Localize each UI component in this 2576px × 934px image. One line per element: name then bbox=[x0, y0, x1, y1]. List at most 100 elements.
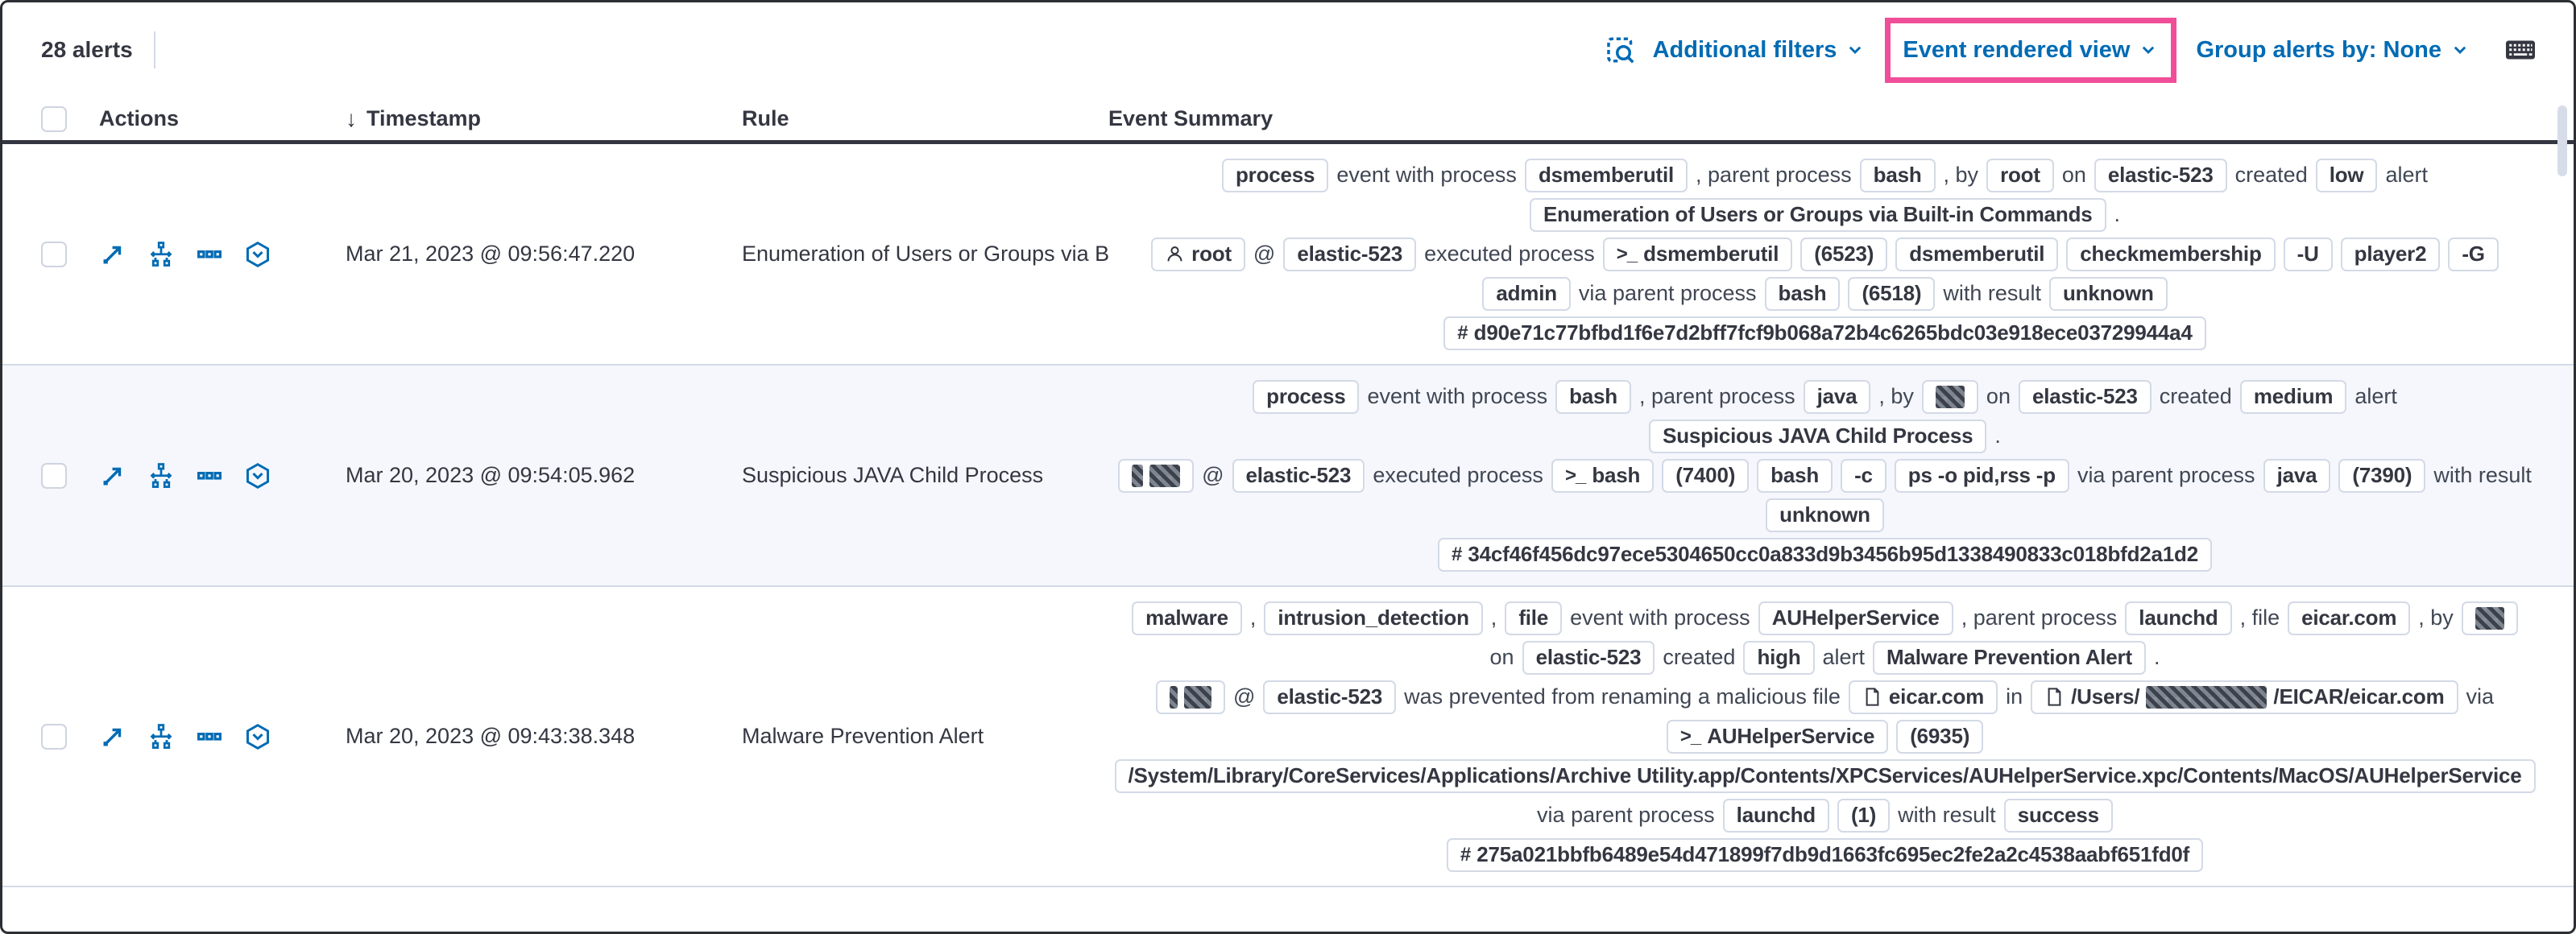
expand-details-icon[interactable] bbox=[99, 241, 126, 268]
summary-value-badge[interactable]: java bbox=[1803, 379, 1871, 414]
summary-value-badge[interactable]: unknown bbox=[1766, 498, 1884, 532]
more-actions-icon[interactable] bbox=[196, 462, 223, 490]
alert-rule[interactable]: Suspicious JAVA Child Process bbox=[742, 463, 1044, 487]
summary-value-badge[interactable]: success bbox=[2003, 798, 2113, 833]
event-rendered-view-button[interactable]: Event rendered view bbox=[1903, 37, 2159, 64]
badge-text: /Users/ bbox=[2071, 684, 2140, 709]
column-header-timestamp[interactable]: ↓ Timestamp bbox=[346, 105, 482, 131]
summary-value-badge[interactable]: unknown bbox=[2048, 276, 2168, 311]
additional-filters-button[interactable]: Additional filters bbox=[1653, 37, 1866, 64]
select-all-checkbox[interactable] bbox=[41, 105, 67, 132]
summary-value-badge[interactable]: >_AUHelperService bbox=[1666, 719, 1889, 754]
summary-value-badge[interactable]: (1) bbox=[1837, 798, 1891, 833]
summary-value-badge[interactable]: >_bash bbox=[1551, 458, 1655, 493]
summary-value-badge[interactable]: (6935) bbox=[1896, 719, 1984, 754]
analyze-event-icon[interactable] bbox=[147, 241, 175, 268]
analyze-event-icon[interactable] bbox=[147, 462, 175, 490]
alert-rule[interactable]: Enumeration of Users or Groups via Bui bbox=[742, 242, 1108, 266]
alert-rule[interactable]: Malware Prevention Alert bbox=[742, 724, 984, 748]
summary-text: on bbox=[1986, 384, 2011, 408]
summary-value-badge[interactable]: Malware Prevention Alert bbox=[1873, 640, 2146, 675]
summary-value-badge[interactable]: launchd bbox=[2125, 601, 2232, 635]
summary-value-badge[interactable]: dsmemberutil bbox=[1524, 158, 1688, 192]
summary-text: in bbox=[2006, 684, 2023, 709]
summary-value-badge[interactable]: intrusion_detection bbox=[1264, 601, 1483, 635]
select-alert-checkbox[interactable] bbox=[41, 462, 67, 489]
summary-value-badge[interactable]: elastic-523 bbox=[1522, 640, 1655, 675]
summary-value-badge[interactable]: malware bbox=[1132, 601, 1242, 635]
badge-text: bash bbox=[1778, 281, 1827, 305]
inspect-icon[interactable] bbox=[1605, 34, 1637, 66]
summary-value-badge[interactable]: admin bbox=[1482, 276, 1571, 311]
summary-value-badge[interactable] bbox=[1118, 458, 1195, 493]
summary-value-badge[interactable]: process bbox=[1253, 379, 1360, 414]
group-alerts-by-button[interactable]: Group alerts by: None bbox=[2196, 37, 2470, 64]
keyboard-shortcuts-icon[interactable] bbox=[2504, 34, 2537, 66]
summary-value-badge[interactable]: bash bbox=[1764, 276, 1841, 311]
badge-text: launchd bbox=[2139, 605, 2218, 630]
summary-value-badge[interactable]: launchd bbox=[1722, 798, 1829, 833]
summary-value-badge[interactable]: /Users//EICAR/eicar.com bbox=[2031, 680, 2458, 714]
summary-value-badge[interactable]: /System/Library/CoreServices/Application… bbox=[1114, 758, 2536, 793]
summary-value-badge[interactable]: #d90e71c77bfbd1f6e7d2bff7fcf9b068a72b4c6… bbox=[1443, 316, 2206, 350]
summary-value-badge[interactable]: elastic-523 bbox=[1263, 680, 1397, 714]
expand-details-icon[interactable] bbox=[99, 723, 126, 750]
session-view-icon[interactable] bbox=[244, 462, 271, 490]
summary-value-badge[interactable]: -G bbox=[2448, 237, 2499, 271]
badge-text: Malware Prevention Alert bbox=[1886, 645, 2132, 669]
session-view-icon[interactable] bbox=[244, 241, 271, 268]
summary-value-badge[interactable]: checkmembership bbox=[2066, 237, 2276, 271]
select-alert-checkbox[interactable] bbox=[41, 723, 67, 750]
expand-details-icon[interactable] bbox=[99, 462, 126, 490]
summary-value-badge[interactable]: java bbox=[2263, 458, 2331, 493]
scrollbar-thumb[interactable] bbox=[2557, 105, 2567, 176]
summary-value-badge[interactable] bbox=[2461, 601, 2518, 635]
summary-text: , by bbox=[2418, 605, 2454, 630]
summary-value-badge[interactable]: root bbox=[1151, 237, 1245, 271]
summary-value-badge[interactable]: elastic-523 bbox=[1283, 237, 1417, 271]
summary-value-badge[interactable]: AUHelperService bbox=[1758, 601, 1953, 635]
summary-value-badge[interactable] bbox=[1921, 379, 1978, 414]
summary-value-badge[interactable]: ps -o pid,rss -p bbox=[1894, 458, 2069, 493]
summary-value-badge[interactable]: (6523) bbox=[1800, 237, 1888, 271]
select-alert-checkbox[interactable] bbox=[41, 241, 67, 267]
summary-value-badge[interactable]: low bbox=[2315, 158, 2378, 192]
summary-value-badge[interactable]: process bbox=[1222, 158, 1329, 192]
summary-text: , by bbox=[1878, 384, 1914, 408]
column-header-event-summary[interactable]: Event Summary bbox=[1108, 106, 1274, 130]
summary-value-badge[interactable]: (6518) bbox=[1848, 276, 1936, 311]
summary-value-badge[interactable]: high bbox=[1743, 640, 1815, 675]
summary-value-badge[interactable]: eicar.com bbox=[2288, 601, 2411, 635]
summary-value-badge[interactable]: -c bbox=[1841, 458, 1886, 493]
column-header-rule[interactable]: Rule bbox=[742, 106, 789, 130]
summary-value-badge[interactable]: dsmemberutil bbox=[1895, 237, 2059, 271]
more-actions-icon[interactable] bbox=[196, 723, 223, 750]
summary-value-badge[interactable]: Enumeration of Users or Groups via Built… bbox=[1529, 197, 2106, 232]
summary-value-badge[interactable]: elastic-523 bbox=[2018, 379, 2151, 414]
badge-text: ps -o pid,rss -p bbox=[1907, 463, 2056, 487]
summary-value-badge[interactable]: eicar.com bbox=[1848, 680, 1998, 714]
summary-value-badge[interactable]: >_dsmemberutil bbox=[1602, 237, 1793, 271]
summary-value-badge[interactable]: #34cf46f456dc97ece5304650cc0a833d9b3456b… bbox=[1438, 537, 2212, 572]
summary-value-badge[interactable]: #275a021bbfb6489e54d471899f7db9d1663fc69… bbox=[1446, 837, 2204, 872]
summary-value-badge[interactable]: bash bbox=[1757, 458, 1833, 493]
summary-value-badge[interactable]: (7400) bbox=[1662, 458, 1750, 493]
summary-value-badge[interactable]: -U bbox=[2283, 237, 2333, 271]
summary-text: executed process bbox=[1373, 463, 1543, 487]
summary-value-badge[interactable]: player2 bbox=[2340, 237, 2441, 271]
summary-value-badge[interactable]: elastic-523 bbox=[1232, 458, 1365, 493]
summary-value-badge[interactable]: bash bbox=[1555, 379, 1631, 414]
redacted-value bbox=[2475, 606, 2504, 630]
summary-value-badge[interactable]: medium bbox=[2239, 379, 2347, 414]
session-view-icon[interactable] bbox=[244, 723, 271, 750]
analyze-event-icon[interactable] bbox=[147, 723, 175, 750]
more-actions-icon[interactable] bbox=[196, 241, 223, 268]
column-header-actions[interactable]: Actions bbox=[99, 106, 180, 130]
summary-value-badge[interactable]: elastic-523 bbox=[2094, 158, 2227, 192]
summary-value-badge[interactable]: (7390) bbox=[2338, 458, 2426, 493]
summary-value-badge[interactable]: root bbox=[1986, 158, 2054, 192]
summary-value-badge[interactable]: Suspicious JAVA Child Process bbox=[1649, 419, 1987, 453]
summary-value-badge[interactable] bbox=[1155, 680, 1225, 714]
summary-value-badge[interactable]: file bbox=[1505, 601, 1563, 635]
summary-value-badge[interactable]: bash bbox=[1859, 158, 1936, 192]
